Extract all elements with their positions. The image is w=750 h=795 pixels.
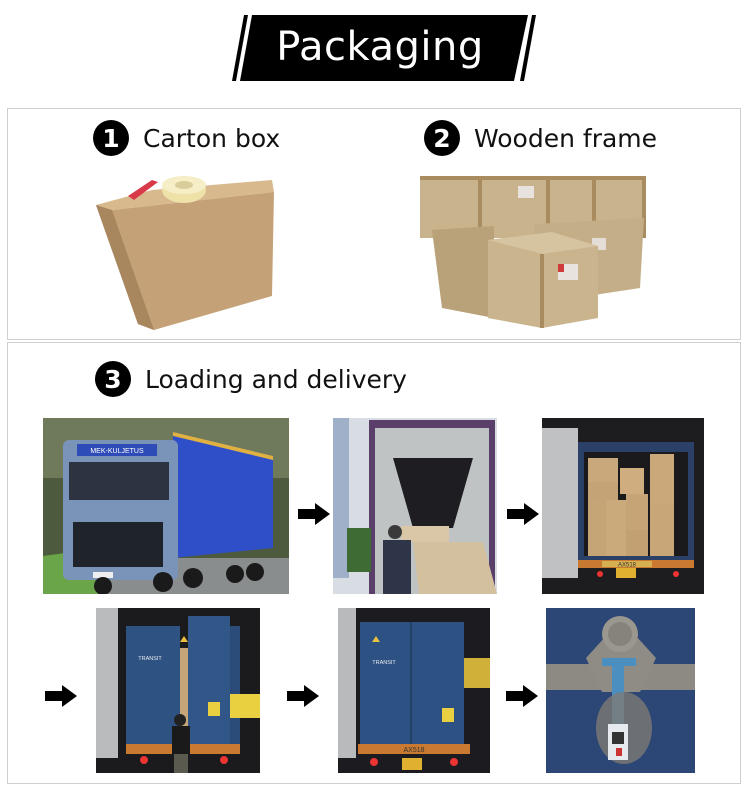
section-heading-loading: 3 Loading and delivery [95, 361, 407, 397]
license-plate: AX518 [618, 563, 637, 569]
truck-sign: MEK-KULJETUS [90, 448, 144, 455]
license-plate: AX518 [403, 747, 424, 754]
title-banner: Packaging [224, 15, 536, 81]
banner-shape [232, 15, 536, 81]
section-label: Wooden frame [474, 123, 658, 153]
container-closed-photo: TRANSIT AX518 [338, 608, 490, 773]
arrow-right-icon [507, 503, 539, 525]
arrow-right-icon [45, 685, 77, 707]
arrow-right-icon [506, 685, 538, 707]
arrow-right-icon [287, 685, 319, 707]
section-label: Carton box [143, 123, 281, 153]
container-doors-closing-photo: TRANSIT [96, 608, 260, 773]
section-heading-carton: 1 Carton box [93, 120, 280, 156]
number-badge: 3 [95, 361, 131, 397]
section-heading-wooden: 2 Wooden frame [424, 120, 657, 156]
container-filled-with-boxes-photo: AX518 [542, 418, 704, 594]
carton-box-photo [92, 168, 282, 333]
arrow-right-icon [298, 503, 330, 525]
wooden-crates-photo [414, 168, 654, 333]
empty-container-loading-photo [333, 418, 497, 594]
page-title: Packaging [276, 24, 484, 70]
section-label: Loading and delivery [145, 364, 407, 394]
container-seal-photo [546, 608, 695, 773]
container-brand: TRANSIT [138, 656, 162, 662]
blue-truck-photo: MEK-KULJETUS [43, 418, 289, 594]
container-brand: TRANSIT [372, 660, 396, 666]
number-badge: 2 [424, 120, 460, 156]
number-badge: 1 [93, 120, 129, 156]
